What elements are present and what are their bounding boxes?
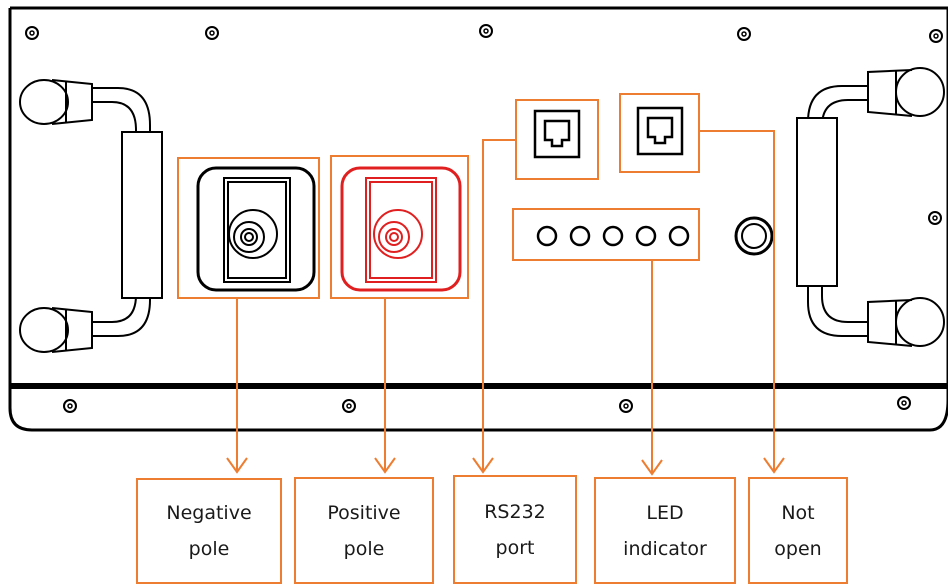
led-icon <box>602 225 624 247</box>
not-open-text: Not open <box>774 501 822 560</box>
screw-icon <box>929 29 943 43</box>
screw-icon <box>619 399 633 413</box>
positive-pole-highlight <box>330 155 469 299</box>
screw-icon <box>897 396 911 410</box>
screw-icon <box>25 26 39 40</box>
led-icon <box>635 225 657 247</box>
led-icon <box>668 225 690 247</box>
screw-icon <box>342 399 356 413</box>
right-handle-icon <box>796 67 945 347</box>
led-indicator-highlight <box>512 208 700 261</box>
rs232-port-text: RS232 port <box>484 500 546 559</box>
led-indicator-arrowhead <box>641 459 663 476</box>
led-icon <box>536 225 558 247</box>
round-button-icon <box>734 216 774 256</box>
positive-pole-arrowhead <box>374 457 396 474</box>
rs232-port-icon <box>533 109 581 159</box>
not-open-label: Not open <box>748 477 848 584</box>
positive-pole-label: Positive pole <box>294 477 434 584</box>
screw-icon <box>479 24 493 38</box>
led-icon <box>569 225 591 247</box>
screw-icon <box>928 211 942 225</box>
negative-pole-arrowhead <box>226 457 248 474</box>
not-open-port-highlight <box>619 93 700 173</box>
positive-pole-text: Positive pole <box>327 501 401 560</box>
screw-icon <box>737 27 751 41</box>
screw-icon <box>205 26 219 40</box>
rs232-port-label: RS232 port <box>453 475 577 584</box>
rs232-port-connector <box>482 139 516 472</box>
connector-lines <box>226 130 785 476</box>
negative-pole-text: Negative pole <box>166 502 252 560</box>
screw-icon <box>63 399 77 413</box>
not-open-arrowhead <box>763 457 785 474</box>
not-open-connector <box>699 130 775 472</box>
positive-terminal-icon <box>340 166 462 292</box>
negative-pole-highlight <box>177 157 320 299</box>
led-indicator-label: LED indicator <box>594 477 736 584</box>
negative-terminal-icon <box>196 166 316 292</box>
negative-pole-label: Negative pole <box>136 478 282 584</box>
not-open-port-icon <box>636 106 684 156</box>
led-indicator-text: LED indicator <box>623 501 707 560</box>
left-handle-icon <box>19 79 163 353</box>
led-row <box>536 225 690 247</box>
rs232-port-arrowhead <box>472 457 494 474</box>
